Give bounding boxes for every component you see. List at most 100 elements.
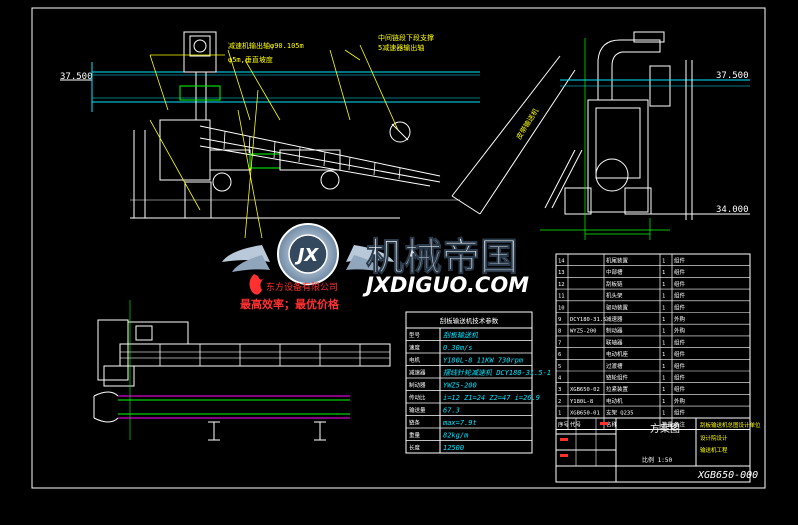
- callout-a-line2: φ5m,垂直坡度: [228, 55, 273, 64]
- parts-cell-name: 刮板链: [606, 280, 623, 288]
- plan-view: [93, 300, 391, 441]
- spec-row-label: 制动器: [409, 381, 426, 389]
- parts-cell-mat: 组件: [674, 257, 686, 265]
- spec-row-label: 链条: [409, 419, 421, 427]
- spec-row-label: 型号: [409, 331, 421, 339]
- parts-cell-mat: 组件: [674, 292, 686, 300]
- parts-cell-code: DCY180-31.5: [570, 317, 606, 323]
- parts-cell-mat: 组件: [674, 385, 686, 393]
- company-logo: 东方设备有限公司 最高效率；最优价格: [240, 274, 340, 311]
- tail-sprocket: [389, 121, 411, 143]
- parts-cell-no: 5: [558, 364, 561, 370]
- parts-cell-name: 制动器: [606, 327, 623, 335]
- parts-cell-mat: 组件: [674, 303, 686, 311]
- parts-cell-name: 链轮组件: [606, 374, 629, 382]
- parts-cell-mat: 组件: [674, 268, 686, 276]
- parts-cell-mat: 组件: [674, 350, 686, 358]
- parts-cell-qty: 1: [662, 376, 665, 382]
- spec-row-value: Y180L-8 11KW 730rpm: [443, 357, 524, 365]
- spec-row-label: 传动比: [409, 394, 426, 402]
- parts-cell-qty: 1: [662, 387, 665, 393]
- parts-cell-no: 12: [558, 282, 565, 288]
- parts-cell-name: 减速器: [606, 315, 623, 323]
- parts-cell-mat: 外购: [674, 327, 686, 335]
- parts-header-no: 序号: [558, 420, 570, 428]
- parts-cell-name: 驱动装置: [606, 303, 629, 311]
- parts-header-mat: 备注: [674, 420, 686, 428]
- parts-cell-qty: 1: [662, 411, 665, 417]
- company-line2: 设计院设计: [700, 434, 728, 442]
- spec-row-label: 长度: [409, 444, 421, 452]
- parts-cell-qty: 1: [662, 259, 665, 265]
- parts-cell-qty: 1: [662, 352, 665, 358]
- spec-row-label: 输送量: [409, 406, 426, 414]
- parts-cell-name: 中部槽: [606, 268, 623, 276]
- parts-cell-name: 过渡槽: [606, 362, 623, 370]
- parts-cell-no: 8: [558, 329, 561, 335]
- watermark-slogan: 最高效率；最优价格: [240, 297, 340, 311]
- parts-cell-mat: 组件: [674, 338, 686, 346]
- parts-cell-qty: 1: [662, 399, 665, 405]
- company-line3: 输送机工程: [700, 446, 728, 454]
- elevation-label-right-bottom: 34.000: [716, 205, 749, 215]
- site-watermark: JX 机械帝国 JXDIGUO.COM: [222, 223, 529, 297]
- red-company-text: 东方设备有限公司: [266, 281, 338, 293]
- parts-cell-name: 机头架: [606, 292, 623, 300]
- parts-cell-name: 联轴器: [606, 338, 623, 346]
- spec-row-value: 12500: [443, 444, 464, 452]
- parts-cell-code: XGB650-01: [570, 411, 600, 417]
- parts-cell-no: 9: [558, 317, 561, 323]
- parts-cell-mat: 组件: [674, 409, 686, 417]
- incline-conveyor-top: [199, 125, 441, 177]
- scale-label: 比例 1:50: [642, 456, 672, 464]
- parts-cell-code: Y180L-8: [570, 399, 593, 405]
- drive-unit: [159, 119, 211, 181]
- parts-cell-mat: 组件: [674, 362, 686, 370]
- spec-row-value: 0.30m/s: [443, 344, 473, 352]
- spec-row-value: 摆线针轮减速机 DCY180-31.5-1: [443, 369, 551, 377]
- parts-cell-no: 14: [558, 259, 565, 265]
- wheel-left: [212, 172, 232, 192]
- wheel-right: [320, 170, 340, 190]
- parts-cell-no: 3: [558, 387, 561, 393]
- parts-cell-name: 支架 Q235: [606, 409, 634, 417]
- watermark-name-cn: 机械帝国: [366, 235, 518, 279]
- parts-cell-name: 电动机座: [606, 350, 629, 358]
- parts-cell-mat: 组件: [674, 280, 686, 288]
- discharge-chute: [597, 39, 661, 100]
- parts-cell-name: 电动机: [606, 397, 623, 405]
- callout-a-line1: 减速机输出轴φ90.105m: [228, 41, 304, 50]
- end-elevation-view: 皮带输送机 37.500 34.000: [451, 31, 750, 240]
- spec-row-label: 减速器: [409, 369, 426, 377]
- parts-cell-code: XGB650-02: [570, 387, 600, 393]
- parts-cell-qty: 1: [662, 364, 665, 370]
- parts-cell-no: 7: [558, 340, 561, 346]
- parts-cell-qty: 1: [662, 270, 665, 276]
- parts-cell-no: 10: [558, 305, 565, 311]
- parts-cell-qty: 1: [662, 305, 665, 311]
- spec-row-value: 刮板输送机: [443, 332, 479, 340]
- title-block: 方案图 比例 1:50 刮板输送机总图设计单位 设计院设计 输送机工程 XGB6…: [555, 417, 761, 483]
- parts-cell-qty: 1: [662, 329, 665, 335]
- parts-cell-mat: 外购: [674, 315, 686, 323]
- spec-row-value: i=12 Z1=24 Z2=47 i=26.9: [443, 394, 540, 402]
- spec-row-value: YWZ5-200: [443, 382, 477, 390]
- parts-cell-mat: 组件: [674, 374, 686, 382]
- parts-cell-qty: 1: [662, 294, 665, 300]
- spec-row-label: 速度: [409, 344, 421, 352]
- spec-row-label: 电机: [409, 356, 421, 364]
- spec-row-label: 重量: [409, 431, 421, 439]
- company-line1: 刮板输送机总图设计单位: [700, 421, 761, 429]
- spec-table-title: 刮板输送机技术参数: [440, 316, 499, 325]
- parts-cell-no: 4: [558, 376, 562, 382]
- flame-logo-icon: [249, 274, 264, 295]
- spec-row-value: 82kg/m: [443, 432, 469, 440]
- parts-cell-no: 6: [558, 352, 561, 358]
- parts-cell-qty: 1: [662, 282, 665, 288]
- elevation-label-right-top: 37.500: [716, 71, 749, 81]
- parts-header-qty: 数量: [662, 420, 674, 428]
- spec-row-value: max=7.9t: [442, 419, 477, 427]
